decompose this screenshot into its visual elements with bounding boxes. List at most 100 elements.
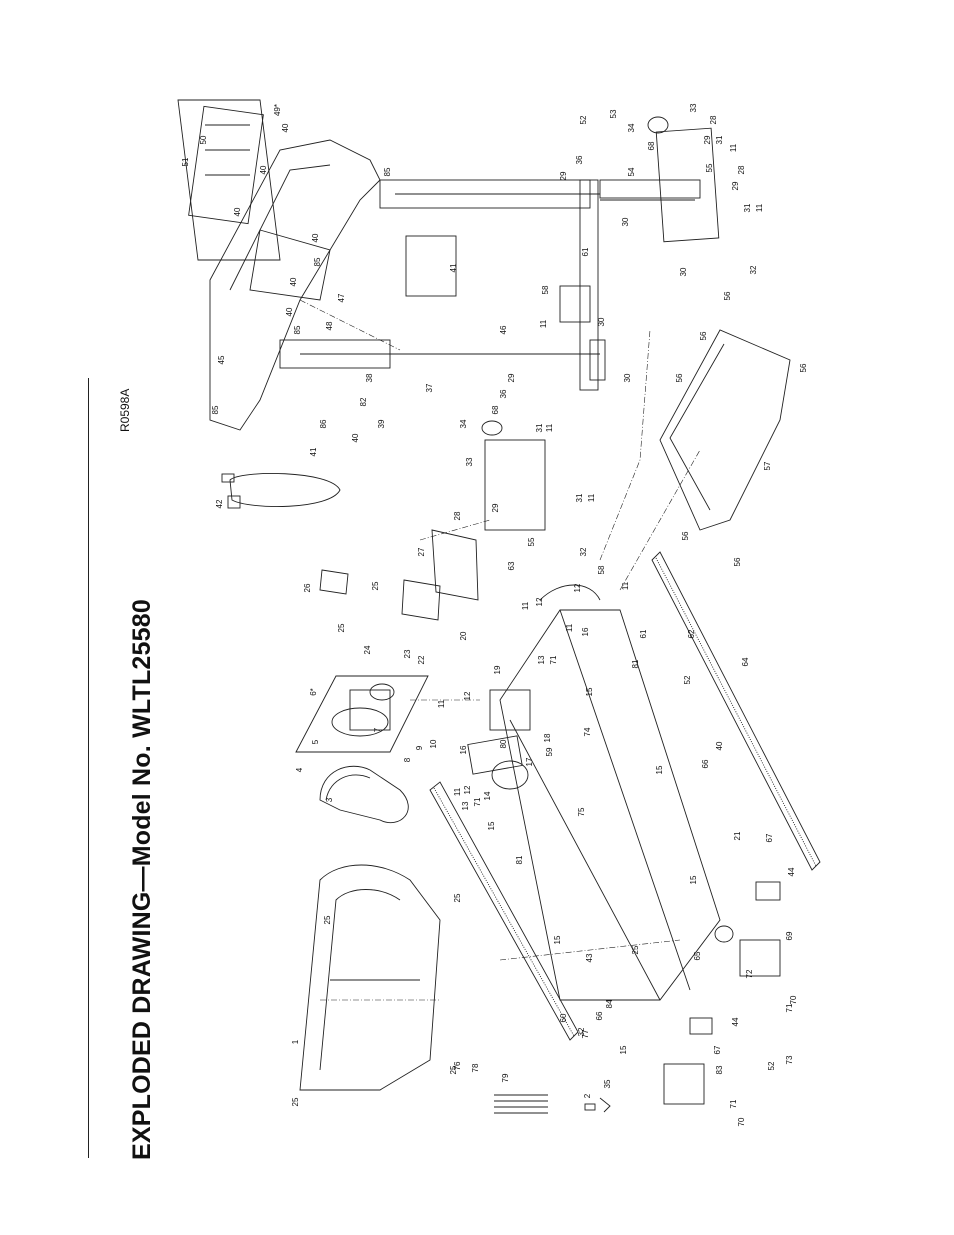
callout-c11f: 11 <box>755 203 764 212</box>
callout-c16b: 16 <box>581 627 590 636</box>
callout-c59: 59 <box>545 747 554 756</box>
callout-c44b: 44 <box>731 1017 740 1026</box>
callout-c55b: 55 <box>527 537 536 546</box>
callout-c26: 26 <box>303 583 312 592</box>
callout-c20: 20 <box>459 631 468 640</box>
callout-c25a: 25 <box>291 1097 300 1106</box>
callout-c67b: 67 <box>713 1045 722 1054</box>
callout-c29a: 29 <box>491 503 500 512</box>
callout-c53: 53 <box>609 109 618 118</box>
callout-c21: 21 <box>733 831 742 840</box>
callout-c58b: 58 <box>597 565 606 574</box>
rear-feet <box>663 881 781 1105</box>
callout-c2: 2 <box>583 1093 592 1098</box>
callout-c61b: 61 <box>639 629 648 638</box>
callout-c74: 74 <box>583 727 592 736</box>
callout-c4: 4 <box>295 767 304 772</box>
callout-c13b: 13 <box>537 655 546 664</box>
callout-c68a: 68 <box>491 405 500 414</box>
callout-c15b: 15 <box>553 935 562 944</box>
callout-c28a: 28 <box>453 511 462 520</box>
callout-c5: 5 <box>311 739 320 744</box>
callout-c56b: 56 <box>699 331 708 340</box>
callout-c28c: 28 <box>737 165 746 174</box>
drive-belt <box>319 765 409 824</box>
callout-c29e: 29 <box>731 181 740 190</box>
callout-c36a: 36 <box>499 389 508 398</box>
callout-c58a: 58 <box>541 285 550 294</box>
callout-c40h: 40 <box>715 741 724 750</box>
callout-c29c: 29 <box>559 171 568 180</box>
callout-c43: 43 <box>585 953 594 962</box>
callout-c42: 42 <box>215 499 224 508</box>
callout-c40c: 40 <box>281 123 290 132</box>
callout-c63: 63 <box>507 561 516 570</box>
callout-c60: 60 <box>559 1013 568 1022</box>
callout-c81b: 81 <box>631 659 640 668</box>
callout-c12d: 12 <box>535 597 544 606</box>
callout-c85a: 85 <box>211 405 220 414</box>
callout-c34b: 34 <box>627 123 636 132</box>
leader-lines <box>299 299 701 1001</box>
callout-c34a: 34 <box>459 419 468 428</box>
callout-c61a: 61 <box>581 247 590 256</box>
callout-c15f: 15 <box>619 1045 628 1054</box>
callout-c50: 50 <box>199 135 208 144</box>
callout-c71d: 71 <box>549 655 558 664</box>
callout-c14: 14 <box>483 791 492 800</box>
callout-c56c: 56 <box>675 373 684 382</box>
callout-c15d: 15 <box>655 765 664 774</box>
callout-c65: 65 <box>693 951 702 960</box>
callout-c40f: 40 <box>285 307 294 316</box>
callout-c25f: 25 <box>631 945 640 954</box>
callout-c30a: 30 <box>597 317 606 326</box>
side-rail-left <box>429 781 579 1041</box>
callout-c12a: 12 <box>463 691 472 700</box>
callout-c40e: 40 <box>289 277 298 286</box>
callout-c38: 38 <box>365 373 374 382</box>
callout-c56e: 56 <box>681 531 690 540</box>
callout-c31d: 31 <box>743 203 752 212</box>
callout-c29b: 29 <box>507 373 516 382</box>
callout-c39: 39 <box>377 419 386 428</box>
callout-c41a: 41 <box>449 263 458 272</box>
callout-c85d: 85 <box>293 325 302 334</box>
callout-c25e: 25 <box>337 623 346 632</box>
callout-c86: 86 <box>319 419 328 428</box>
callout-c11c: 11 <box>545 423 554 432</box>
callout-c25d: 25 <box>371 581 380 590</box>
callout-c9: 9 <box>415 745 424 750</box>
callout-c22: 22 <box>417 655 426 664</box>
callout-c47: 47 <box>337 293 346 302</box>
callout-c41b: 41 <box>309 447 318 456</box>
callout-c55a: 55 <box>705 163 714 172</box>
callout-c84: 84 <box>605 999 614 1008</box>
callout-c32c: 32 <box>577 1027 586 1036</box>
callout-c85c: 85 <box>313 257 322 266</box>
callout-c40a: 40 <box>233 207 242 216</box>
callout-c56a: 56 <box>723 291 732 300</box>
treadmill-deck <box>467 584 721 1001</box>
callout-c64: 64 <box>741 657 750 666</box>
accessories <box>221 472 611 1114</box>
callout-c11a: 11 <box>437 699 446 708</box>
callout-c31a: 31 <box>535 423 544 432</box>
callout-c45: 45 <box>217 355 226 364</box>
callout-c30d: 30 <box>679 267 688 276</box>
controller-box <box>319 529 479 621</box>
callout-c79: 79 <box>501 1073 510 1082</box>
callout-c72: 72 <box>745 969 754 978</box>
callout-c6: 6* <box>309 688 318 696</box>
callout-c13a: 13 <box>461 801 470 810</box>
callout-c35: 35 <box>603 1079 612 1088</box>
callout-c56f: 56 <box>733 557 742 566</box>
callout-c40g: 40 <box>351 433 360 442</box>
callout-c73: 73 <box>785 1055 794 1064</box>
callout-c25c: 25 <box>453 893 462 902</box>
callout-c76: 76 <box>453 1061 462 1070</box>
callout-c44a: 44 <box>787 867 796 876</box>
callout-c71b: 71 <box>729 1099 738 1108</box>
callout-c70a: 70 <box>789 995 798 1004</box>
